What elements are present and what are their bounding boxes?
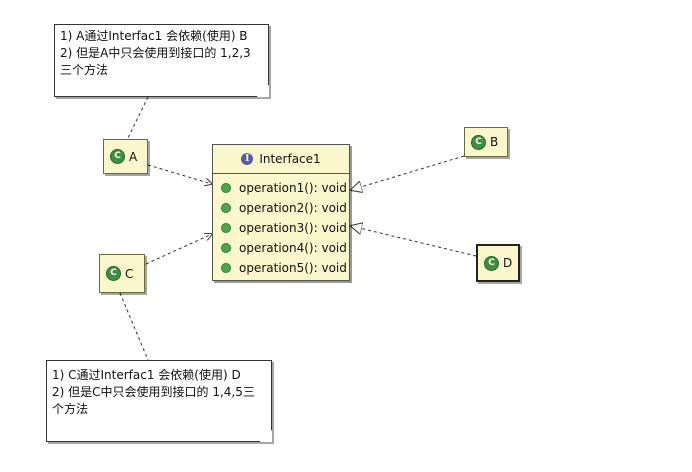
class-a[interactable]: C A <box>103 139 148 174</box>
note-c-line-1: 1) C通过Interfac1 会依赖(使用) D <box>52 368 241 382</box>
note-a-link <box>127 96 149 139</box>
note-c-line-3: 个方法 <box>52 402 89 416</box>
class-b[interactable]: C B <box>464 127 508 157</box>
class-a-label: A <box>129 149 138 164</box>
class-icon: C <box>471 134 486 150</box>
operation-list: operation1(): void operation2(): void op… <box>213 174 349 278</box>
class-c[interactable]: C C <box>99 254 145 293</box>
class-icon: C <box>110 149 125 164</box>
class-d[interactable]: C D <box>476 244 520 282</box>
interface-name: Interface1 <box>259 152 321 166</box>
public-method-icon <box>221 223 231 233</box>
class-d-label: D <box>503 256 513 270</box>
operation-label: operation4(): void <box>239 241 347 255</box>
class-icon: C <box>484 255 499 271</box>
class-b-label: B <box>490 135 499 149</box>
realization-b-arrow <box>351 155 465 190</box>
operation-label: operation3(): void <box>239 221 347 235</box>
class-c-label: C <box>125 266 134 281</box>
operation-row[interactable]: operation4(): void <box>221 238 349 258</box>
note-c-line-2: 2) 但是C中只会使用到接口的 1,4,5三 <box>52 385 255 399</box>
operation-row[interactable]: operation2(): void <box>221 198 349 218</box>
operation-label: operation5(): void <box>239 261 347 275</box>
note-fold-corner <box>257 85 269 97</box>
note-a-line-1: 1) A通过Interfac1 会依赖(使用) B <box>60 29 248 43</box>
operation-row[interactable]: operation1(): void <box>221 178 349 198</box>
public-method-icon <box>221 183 231 193</box>
operation-row[interactable]: operation3(): void <box>221 218 349 238</box>
dependency-a-arrow <box>147 164 212 184</box>
public-method-icon <box>221 263 231 273</box>
note-c: 1) C通过Interfac1 会依赖(使用) D 2) 但是C中只会使用到接口… <box>46 360 272 442</box>
interface-box[interactable]: I Interface1 operation1(): void operatio… <box>212 144 350 281</box>
dependency-c-arrow <box>145 234 212 265</box>
note-a: 1) A通过Interfac1 会依赖(使用) B 2) 但是A中只会使用到接口… <box>54 24 269 97</box>
class-icon: C <box>106 266 121 281</box>
public-method-icon <box>221 243 231 253</box>
operation-label: operation2(): void <box>239 201 347 215</box>
note-a-line-2: 2) 但是A中只会使用到接口的 1,2,3 <box>60 46 251 60</box>
public-method-icon <box>221 203 231 213</box>
interface-icon: I <box>241 153 254 165</box>
note-a-line-3: 三个方法 <box>60 63 109 77</box>
note-fold-corner <box>260 430 272 442</box>
operation-label: operation1(): void <box>239 181 347 195</box>
operation-row[interactable]: operation5(): void <box>221 258 349 278</box>
note-c-link <box>119 292 149 361</box>
realization-d-arrow <box>351 226 477 257</box>
interface-header: I Interface1 <box>213 145 349 174</box>
